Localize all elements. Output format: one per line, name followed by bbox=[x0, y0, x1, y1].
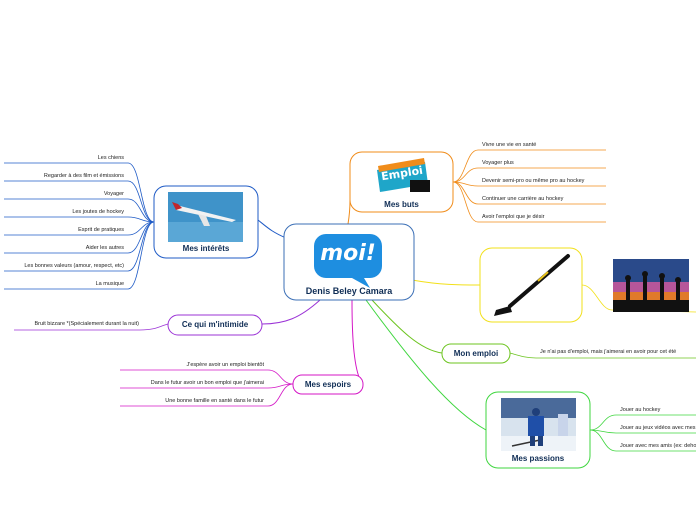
speech-bubble-icon bbox=[314, 234, 382, 288]
connector-passions bbox=[365, 299, 487, 431]
buts-leaf[interactable]: Avoir l'emploi que je désir bbox=[482, 214, 545, 220]
passions-leaf[interactable]: Jouer au jeux vidéos avec mes amis bbox=[620, 425, 696, 431]
hockey-stick-image bbox=[494, 254, 570, 316]
connector-interets bbox=[257, 219, 287, 239]
interets-leaf[interactable]: Esprit de pratiques bbox=[78, 227, 124, 233]
buts-leaf-connector bbox=[452, 167, 479, 183]
espoirs-node bbox=[292, 374, 364, 395]
interets-leaf-connector bbox=[127, 162, 155, 223]
interets-leaf[interactable]: La musique bbox=[95, 281, 124, 287]
connector-espoirs bbox=[351, 299, 363, 385]
interets-leaf-connector bbox=[127, 221, 155, 290]
buts-leaf-connector bbox=[452, 181, 479, 223]
buts-leaf-connector bbox=[452, 149, 479, 183]
espoirs-leaf-connector bbox=[267, 369, 294, 385]
passions-leaf[interactable]: Jouer avec mes amis (ex: dehors) bbox=[620, 443, 696, 449]
interets-leaf[interactable]: Regarder à des film et émissions bbox=[43, 173, 124, 179]
buts-title[interactable]: Mes buts bbox=[384, 200, 419, 209]
espoirs-title[interactable]: Mes espoirs bbox=[304, 380, 352, 389]
interets-leaf-connector bbox=[127, 180, 155, 223]
central-logo-text: moi! bbox=[320, 241, 376, 266]
emploi-leaf-connector bbox=[509, 352, 537, 359]
interets-leaf[interactable]: Aider les autres bbox=[85, 245, 124, 251]
interets-leaf[interactable]: Les bonnes valeurs (amour, respect, etc) bbox=[24, 263, 124, 269]
intimide-leaf[interactable]: Bruit bizzare *(Spécialement durant la n… bbox=[34, 321, 139, 327]
passions-leaf-connector bbox=[589, 414, 617, 431]
airplane-image bbox=[168, 192, 243, 242]
connector-emploi bbox=[371, 299, 443, 354]
emploi-title[interactable]: Mon emploi bbox=[453, 349, 499, 358]
buts-leaf[interactable]: Continuer une carrière au hockey bbox=[482, 196, 564, 202]
silhouette-image bbox=[613, 259, 689, 312]
espoirs-leaf[interactable]: Une bonne famille en santé dans le futur bbox=[165, 398, 264, 404]
interets-leaf[interactable]: Les chiens bbox=[97, 155, 124, 161]
interets-title[interactable]: Mes intérêts bbox=[182, 244, 230, 253]
passions-leaf[interactable]: Jouer au hockey bbox=[620, 407, 661, 413]
interets-leaf-connector bbox=[127, 221, 155, 272]
buts-leaf[interactable]: Vivre une vie en santé bbox=[482, 142, 537, 148]
espoirs-leaf-connector bbox=[267, 383, 294, 407]
emploi-node bbox=[441, 343, 511, 364]
intimide-node bbox=[167, 314, 263, 336]
connector-stick bbox=[411, 279, 481, 286]
emploi-logo-image bbox=[377, 158, 430, 192]
connector-silhouette bbox=[581, 284, 696, 313]
emploi-leaf[interactable]: Je n'ai pas d'emploi, mais j'aimerai en … bbox=[540, 349, 677, 355]
central-name[interactable]: Denis Beley Camara bbox=[305, 286, 393, 296]
passions-title[interactable]: Mes passions bbox=[511, 454, 565, 463]
interets-leaf[interactable]: Les joutes de hockey bbox=[72, 209, 124, 215]
espoirs-leaf[interactable]: J'espère avoir un emploi bientôt bbox=[186, 362, 264, 368]
intimide-title[interactable]: Ce qui m'intimide bbox=[181, 320, 249, 329]
connector-intimide bbox=[261, 299, 321, 325]
passions-leaf-connector bbox=[589, 429, 617, 452]
interets-leaf-connector bbox=[127, 198, 155, 223]
interets-leaf[interactable]: Voyager bbox=[103, 191, 124, 197]
espoirs-leaf[interactable]: Dans le futur avoir un bon emploi que j'… bbox=[150, 380, 264, 386]
buts-leaf[interactable]: Devenir semi-pro ou même pro au hockey bbox=[482, 178, 585, 184]
buts-leaf[interactable]: Voyager plus bbox=[482, 160, 514, 166]
interets-leaf-connector bbox=[127, 221, 155, 254]
intimide-leaf-connector bbox=[139, 323, 169, 331]
hockey-player-image bbox=[501, 398, 576, 451]
